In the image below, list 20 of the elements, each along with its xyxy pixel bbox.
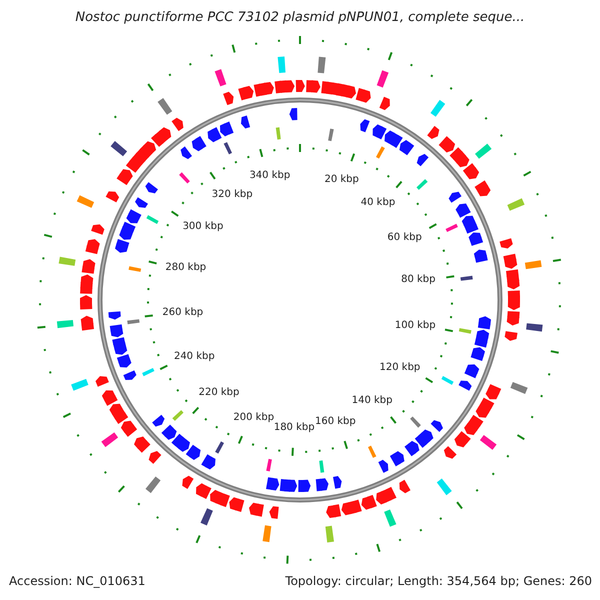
scale-label: 340 kbp [249, 170, 290, 182]
scale-label: 180 kbp [274, 422, 315, 434]
scale-label: 320 kbp [212, 189, 253, 202]
scale-label: 60 kbp [387, 232, 422, 244]
summary-text: Topology: circular; Length: 354,564 bp; Genes: 260 [285, 575, 592, 587]
scale-label: 200 kbp [233, 412, 274, 424]
accession-text: Accession: NC_010631 [9, 575, 146, 587]
scale-label: 300 kbp [182, 221, 224, 234]
scale-label: 240 kbp [174, 350, 215, 363]
scale-label: 120 kbp [380, 362, 420, 374]
scale-label: 40 kbp [360, 196, 396, 209]
scale-label: 100 kbp [394, 320, 436, 332]
scale-label: 220 kbp [198, 387, 240, 400]
scale-label: 280 kbp [165, 262, 206, 274]
scale-label: 260 kbp [162, 307, 204, 320]
scale-label: 80 kbp [401, 274, 436, 286]
scale-label: 140 kbp [352, 395, 393, 408]
map-title: Nostoc punctiforme PCC 73102 plasmid pNPUN01, complete seque... [75, 10, 525, 25]
scale-label: 20 kbp [324, 174, 359, 186]
scale-label: 160 kbp [315, 416, 356, 428]
